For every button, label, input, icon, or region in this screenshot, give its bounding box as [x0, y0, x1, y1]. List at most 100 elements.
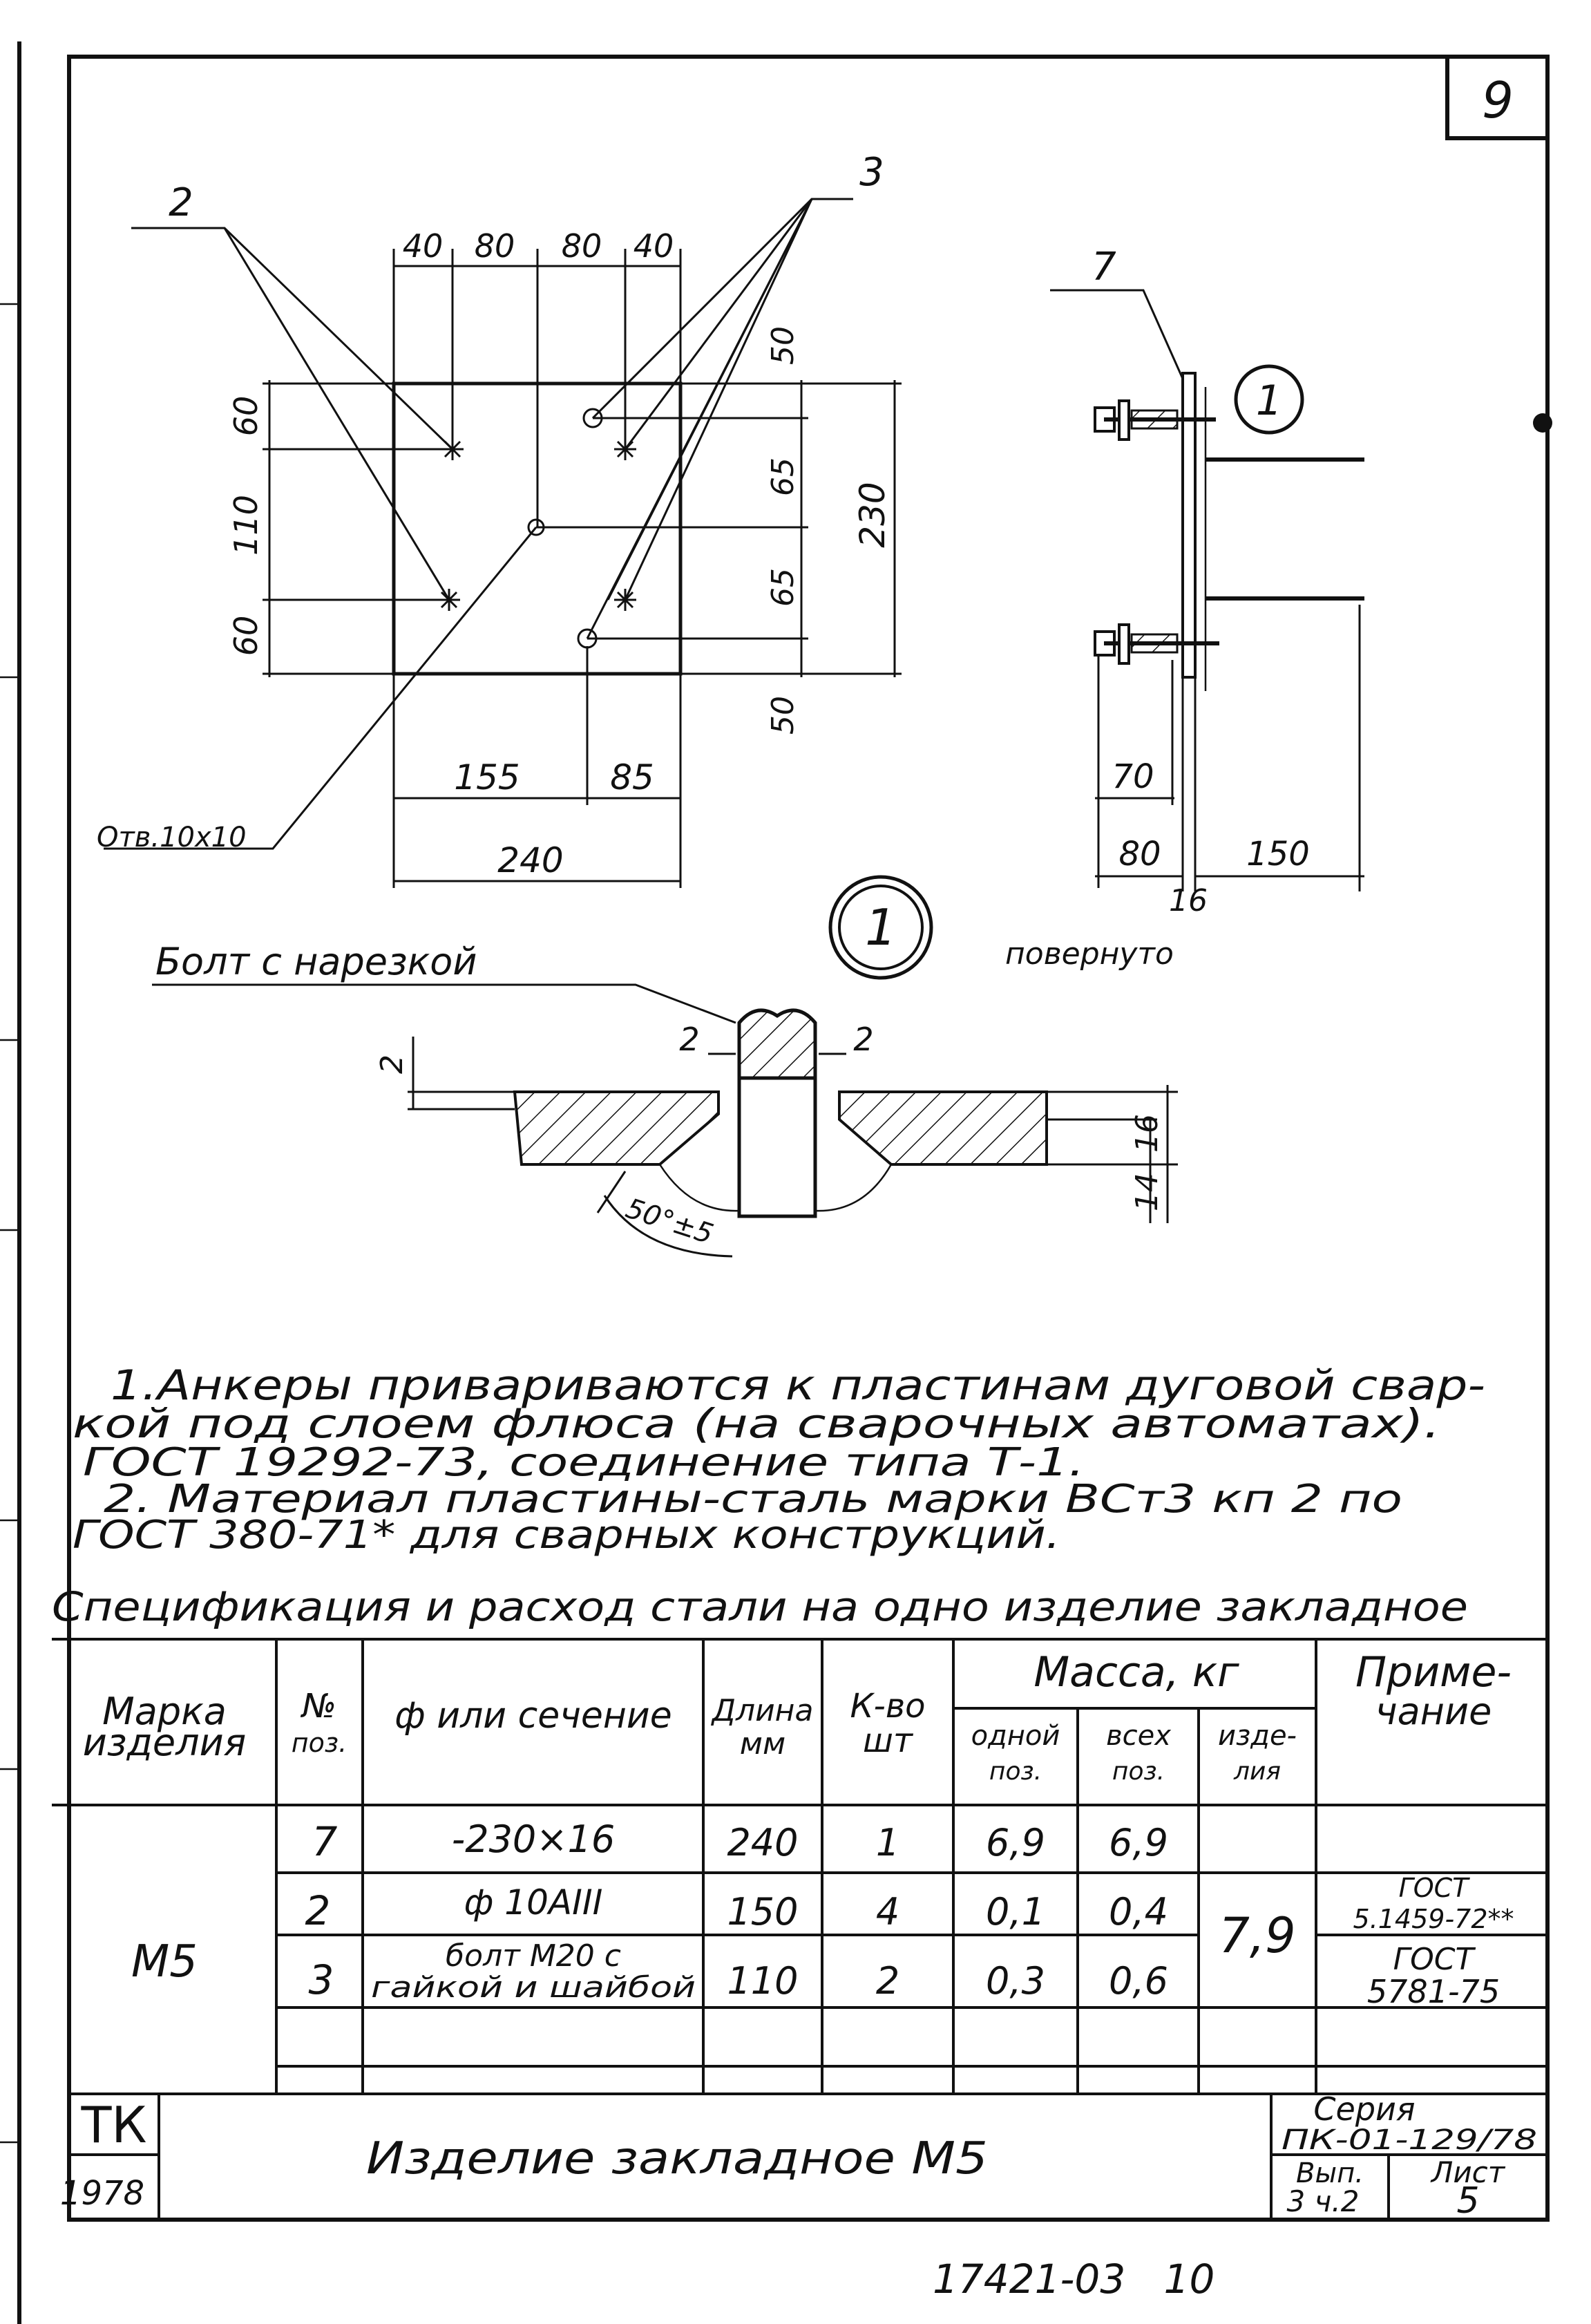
row-mass-one: 0,3: [986, 1959, 1045, 2003]
row-length: 240: [727, 1821, 798, 1864]
bolt-label: Болт с нарезкой: [155, 940, 477, 983]
row-note: ГОСТ: [1399, 1873, 1471, 1903]
row-mass-one: 6,9: [986, 1821, 1045, 1864]
note-line-5: ГОСТ 380-71* для сварных конструкций.: [73, 1513, 1060, 1558]
dim-16: 16: [1169, 883, 1208, 918]
row-section: -230×16: [452, 1817, 616, 1861]
punch-mark: [1533, 413, 1552, 433]
hdr-pos-2: поз.: [292, 1728, 347, 1758]
table-row: 3 болт М20 с гайкой и шайбой 110 2 0,3 0…: [309, 1938, 1501, 2010]
weld-angle: 50°±5: [622, 1193, 717, 1251]
bolt-threaded-end: [737, 1008, 817, 1080]
row-note: ГОСТ: [1393, 1942, 1476, 1977]
year: 1978: [60, 2174, 144, 2213]
sheet-frame: [0, 41, 1550, 2324]
hdr-section: ф или сечение: [394, 1695, 671, 1737]
detail-callout-label: 1: [1256, 377, 1282, 425]
bolt-lower: [1094, 623, 1219, 665]
row-mass-all: 6,9: [1109, 1821, 1168, 1864]
dim-right-4: 50: [765, 696, 801, 735]
row-pos: 7: [312, 1818, 338, 1865]
item-mark: М5: [131, 1936, 198, 1987]
dim-top-3: 80: [562, 227, 602, 265]
plate-edge: [1181, 372, 1197, 679]
dim-2: 2: [374, 1055, 410, 1074]
leader-label-3: 3: [859, 150, 884, 195]
row-section-2: гайкой и шайбой: [371, 1970, 696, 2004]
plan-leaders: [104, 198, 853, 850]
sheet-label: Лист: [1430, 2155, 1506, 2189]
dim-chain-bottom: [392, 646, 682, 888]
drawing-title: Изделие закладное М5: [366, 2133, 988, 2184]
title-block: ТК 1978 Изделие закладное М5 Серия ПК-01…: [60, 2090, 1547, 2222]
dim-left-2: 110: [227, 495, 265, 556]
row-mass-all: 0,6: [1109, 1959, 1168, 2003]
dim-16-detail: 16: [1130, 1114, 1165, 1153]
hdr-qty-1: К-во: [850, 1687, 925, 1726]
gap-right: 2: [853, 1021, 873, 1058]
dim-right-1: 50: [765, 326, 801, 365]
detail-callout-circle: [1234, 364, 1304, 435]
side-view: 7 1 70 80 150 16 повернуто: [1005, 245, 1364, 972]
dim-bottom-2: 85: [610, 757, 654, 797]
org-code: ТК: [80, 2096, 146, 2154]
hdr-mass-item-2: лия: [1233, 1757, 1281, 1786]
item-total-mass: 7,9: [1219, 1907, 1295, 1964]
hdr-mass-one-2: поз.: [989, 1757, 1042, 1786]
bolt-shank: [737, 1076, 817, 1218]
bolt-upper: [1094, 399, 1216, 441]
row-pos: 2: [305, 1887, 331, 1934]
plan-view: 2 3 Отв.10х10 40 80 80 40 60 110 60: [97, 150, 902, 888]
hdr-mass-item-1: изде-: [1218, 1720, 1297, 1752]
row-mass-one: 0,1: [986, 1890, 1045, 1934]
dim-left-3: 60: [227, 616, 265, 656]
hole-note: Отв.10х10: [97, 822, 247, 853]
dim-150: 150: [1246, 835, 1310, 873]
issue-value: 3 ч.2: [1287, 2184, 1360, 2218]
dim-top-2: 80: [475, 227, 515, 265]
note-line-4: 2. Материал пластины-сталь марки ВСт3 кп…: [104, 1477, 1402, 1522]
hdr-note-2: чание: [1375, 1690, 1492, 1733]
dim-right-3: 65: [765, 568, 801, 607]
sheet-value: 5: [1456, 2180, 1479, 2222]
hdr-note-1: Приме-: [1355, 1648, 1512, 1697]
dim-total-height: 230: [852, 482, 893, 547]
hdr-pos-1: №: [300, 1687, 336, 1726]
series-code: ПК-01-129/78: [1282, 2124, 1537, 2156]
row-length: 150: [727, 1890, 798, 1934]
row-pos: 3: [309, 1956, 334, 2003]
notes: 1.Анкеры привариваются к пластинам дугов…: [73, 1361, 1485, 1558]
hdr-length-2: мм: [740, 1726, 785, 1761]
note-line-3: ГОСТ 19292-73, соединение типа Т-1.: [83, 1440, 1085, 1485]
table-row: 2 ф 10АIII 150 4 0,1 0,4 ГОСТ 5.1459-72*…: [305, 1873, 1514, 1934]
note-line-2: кой под слоем флюса (на сварочных автома…: [73, 1400, 1440, 1447]
row-mass-all: 0,4: [1109, 1890, 1168, 1934]
plate-right: [838, 1090, 1048, 1166]
detail-circle-outer: [828, 875, 933, 980]
row-length: 110: [727, 1959, 798, 2003]
dim-top-4: 40: [633, 227, 674, 265]
hdr-mass-all-2: поз.: [1112, 1757, 1165, 1786]
plate-left: [513, 1090, 720, 1166]
issue-label: Вып.: [1296, 2157, 1364, 2189]
note-line-1: 1.Анкеры привариваются к пластинам дугов…: [111, 1361, 1485, 1410]
dim-70: 70: [1112, 757, 1154, 796]
dim-chain-right: [536, 380, 902, 677]
row-section: ф 10АIII: [464, 1882, 603, 1923]
dim-chain-left: [263, 380, 449, 677]
gap-left: 2: [679, 1021, 699, 1058]
weld-detail: 1 Болт с нарезкой 2 2 2 16 14 50°±5: [152, 875, 1178, 1258]
row-note-2: 5.1459-72**: [1353, 1904, 1514, 1934]
dim-top-1: 40: [403, 227, 444, 265]
dim-14-detail: 14: [1130, 1173, 1165, 1211]
hdr-mass-all-1: всех: [1106, 1720, 1171, 1752]
detail-circle-inner: [838, 885, 924, 970]
table-row: 7 -230×16 240 1 6,9 6,9: [312, 1817, 1168, 1865]
series-label: Серия: [1313, 2090, 1415, 2128]
leader-label-7: 7: [1092, 245, 1116, 290]
archive-number: 17421-03 10: [933, 2256, 1214, 2303]
spec-table: Марка изделия № поз. ф или сечение Длина…: [52, 1638, 1547, 2094]
row-qty: 2: [876, 1959, 899, 2003]
row-qty: 4: [876, 1890, 899, 1934]
